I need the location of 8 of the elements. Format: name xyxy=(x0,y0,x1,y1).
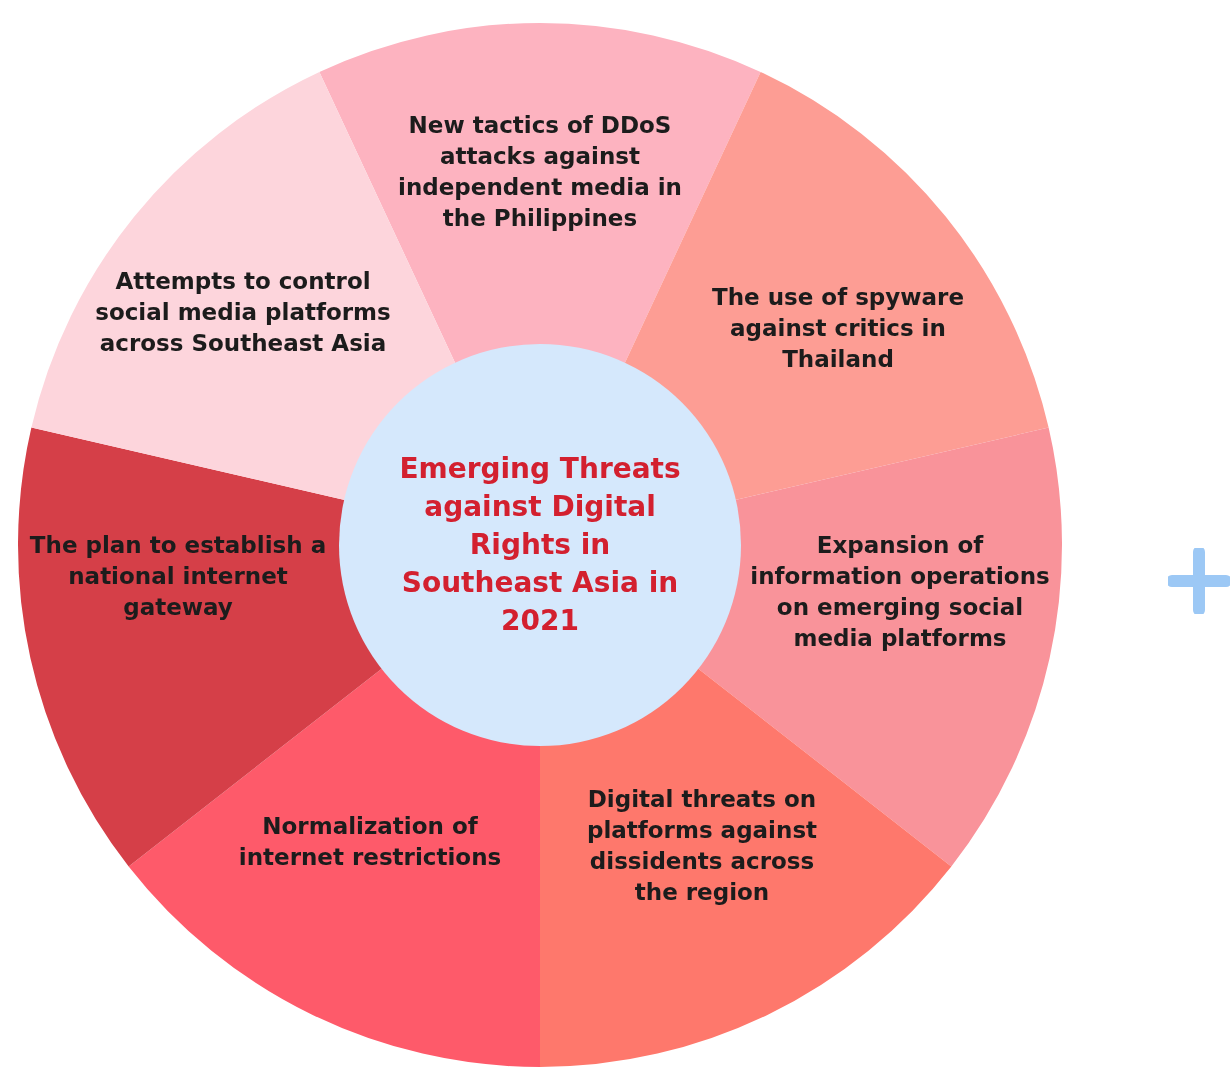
segment-label: Expansion of information operations on emerging social media platforms xyxy=(749,531,1051,653)
center-title-text: Emerging Threats against Digital Rights in Southeast Asia in 2021 xyxy=(398,451,682,639)
segment-label: The use of spyware against critics in Thailand xyxy=(711,282,965,374)
segment-label: Attempts to control social media platforms across Southeast Asia xyxy=(94,266,392,358)
segment-label: Normalization of internet restrictions xyxy=(237,812,503,872)
segment-label: New tactics of DDoS attacks against independent media in the Philippines xyxy=(397,111,683,233)
segment-label: The plan to establish a national internet gateway xyxy=(28,530,328,622)
segment-label: Digital threats on platforms against dissidents across the region xyxy=(585,785,819,907)
